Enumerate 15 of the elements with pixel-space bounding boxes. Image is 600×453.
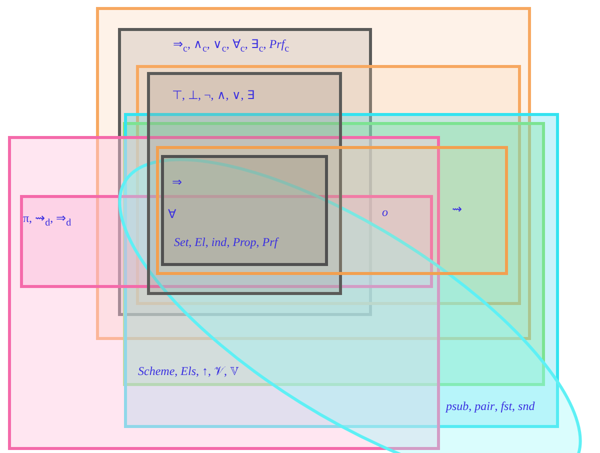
set-box bbox=[8, 136, 440, 450]
set-members-label: ⊤, ⊥, ¬, ∧, ∨, ∃ bbox=[172, 88, 255, 102]
set-members-label: ⇒ bbox=[172, 175, 182, 189]
set-members-label: o bbox=[382, 205, 388, 219]
set-members-label: psub, pair, fst, snd bbox=[446, 399, 535, 413]
set-members-label: ⇝ bbox=[452, 202, 462, 216]
set-box bbox=[96, 7, 531, 340]
set-members-label: ⇒$_{c}$, ∧$_{c}$, ∨$_{c}$, ∀$_{c}$, ∃$_{c}$, Prf$_{c}$ bbox=[173, 37, 290, 56]
set-box bbox=[161, 155, 328, 266]
set-members-label: Scheme, Els, ↑, 𝒱, 𝕍 bbox=[138, 364, 239, 378]
set-box bbox=[147, 72, 342, 295]
set-members-label: Set, El, ind, Prop, Prf bbox=[174, 235, 278, 249]
set-members-label: ∀ bbox=[168, 207, 176, 221]
set-members-label: π, ⇝$_{d}$, ⇒$_{d}$ bbox=[23, 211, 72, 230]
set-box bbox=[156, 146, 508, 275]
